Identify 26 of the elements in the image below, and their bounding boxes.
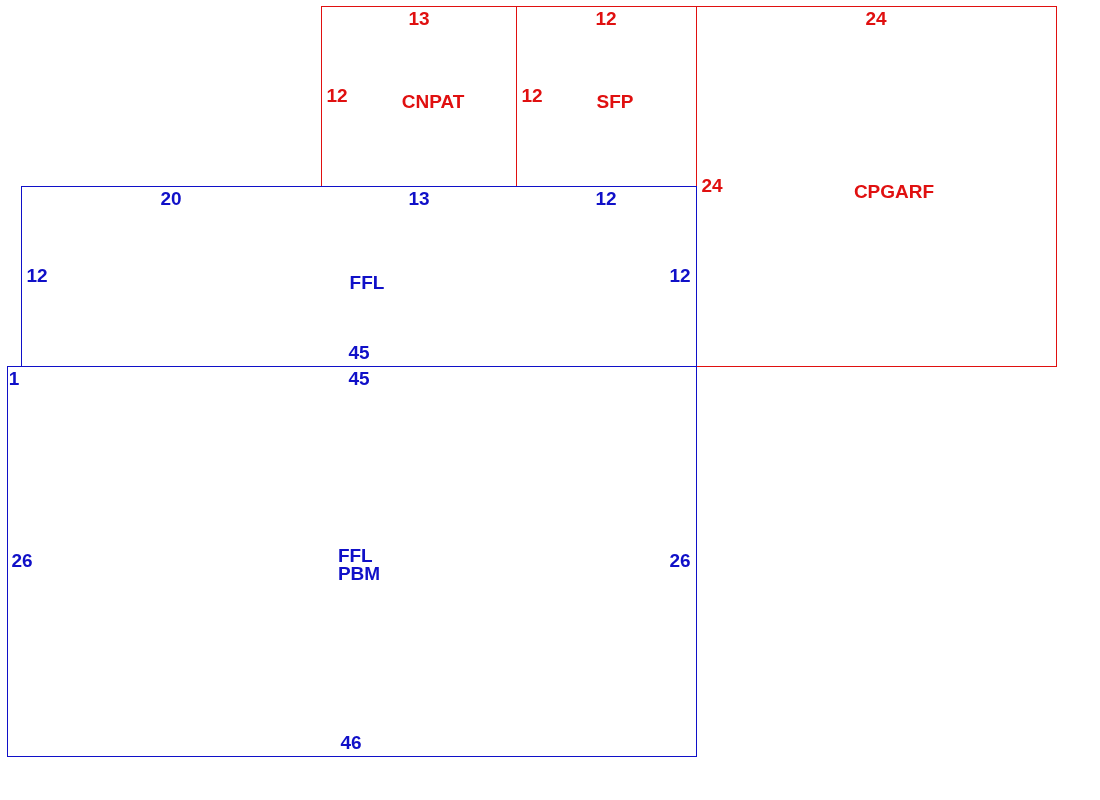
room-name: FFL PBM [337,546,381,584]
dimension-label: 26 [669,550,691,570]
dimension-label: 20 [160,188,182,208]
dimension-label: 13 [408,188,430,208]
dimension-label: 24 [865,8,887,28]
dimension-label: 12 [26,265,48,285]
dimension-label: 12 [595,8,617,28]
dimension-label: 26 [11,550,33,570]
dimension-label: 1 [8,368,20,388]
room-outline [7,366,697,757]
room-outline [696,6,1057,367]
dimension-label: 45 [348,368,370,388]
room-outline [321,6,517,187]
room-outline [21,186,697,367]
dimension-label: 13 [408,8,430,28]
dimension-label: 12 [521,85,543,105]
dimension-label: 12 [326,85,348,105]
dimension-label: 12 [669,265,691,285]
dimension-label: 12 [595,188,617,208]
room-name: FFL [349,272,385,292]
dimension-label: 24 [701,175,723,195]
dimension-label: 45 [348,342,370,362]
room-name: CNPAT [401,91,465,111]
room-name: CPGARF [853,181,935,201]
dimension-label: 46 [340,732,362,752]
room-name: SFP [596,91,634,111]
